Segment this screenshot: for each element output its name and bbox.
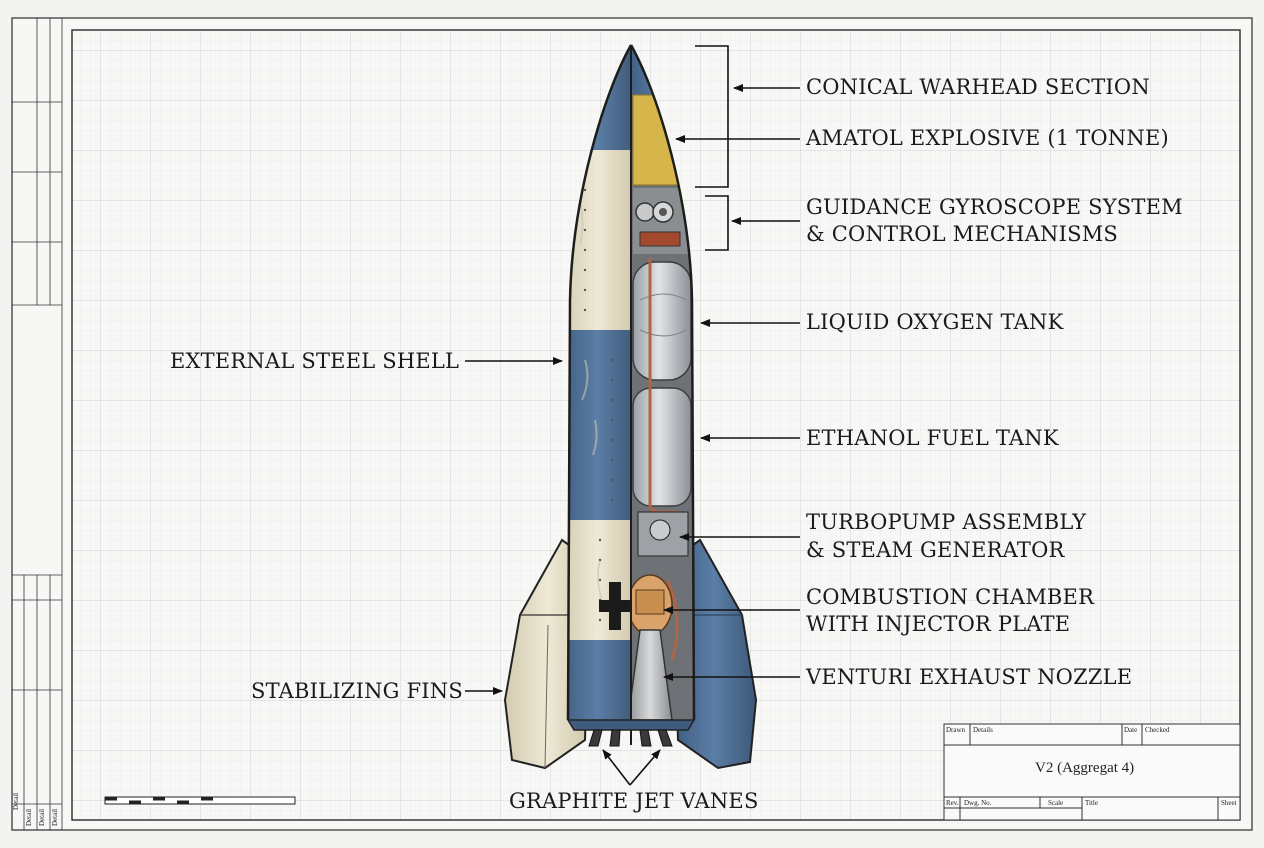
title-block-title: V2 (Aggregat 4) — [1035, 760, 1135, 776]
label-steel-shell: EXTERNAL STEEL SHELL — [170, 349, 460, 373]
jet-vanes — [588, 729, 673, 747]
margin-cell: Detail — [38, 808, 46, 826]
tb-cell-drawn: Drawn — [946, 726, 966, 734]
margin-cell: Detail — [51, 808, 59, 826]
label-jet-vanes: GRAPHITE JET VANES — [509, 789, 759, 813]
margin-cell: Detail — [25, 808, 33, 826]
label-explosive: AMATOL EXPLOSIVE (1 TONNE) — [806, 126, 1169, 150]
label-guidance-line1: GUIDANCE GYROSCOPE SYSTEM — [806, 195, 1183, 219]
label-ethanol-tank: ETHANOL FUEL TANK — [806, 426, 1059, 450]
label-turbopump-line2: & STEAM GENERATOR — [806, 538, 1065, 562]
label-nozzle: VENTURI EXHAUST NOZZLE — [806, 665, 1133, 689]
label-guidance-line2: & CONTROL MECHANISMS — [806, 222, 1119, 246]
tb-cell-title: Title — [1085, 799, 1098, 807]
tb-cell-scale: Scale — [1048, 799, 1064, 807]
label-combustion-line2: WITH INJECTOR PLATE — [806, 612, 1071, 636]
label-combustion-line1: COMBUSTION CHAMBER — [806, 585, 1095, 609]
label-fins: STABILIZING FINS — [251, 679, 463, 703]
lox-tank — [632, 261, 692, 381]
tb-cell-rev: Rev. — [946, 799, 959, 807]
ethanol-tank — [632, 387, 692, 507]
scale-bar — [104, 796, 296, 805]
tb-cell-dwg-no: Dwg. No. — [964, 799, 992, 807]
margin-strip — [12, 18, 63, 830]
title-block — [943, 723, 1241, 821]
label-turbopump-line1: TURBOPUMP ASSEMBLY — [806, 510, 1087, 534]
leader-lines — [465, 45, 800, 786]
tb-cell-sheet: Sheet — [1221, 799, 1237, 807]
tb-cell-details: Details — [973, 726, 993, 734]
margin-cell: Detail — [12, 792, 20, 810]
label-lox-tank: LIQUID OXYGEN TANK — [806, 310, 1064, 334]
tb-cell-checked: Checked — [1145, 726, 1170, 734]
tb-cell-date: Date — [1124, 726, 1138, 734]
label-warhead: CONICAL WARHEAD SECTION — [806, 75, 1150, 99]
